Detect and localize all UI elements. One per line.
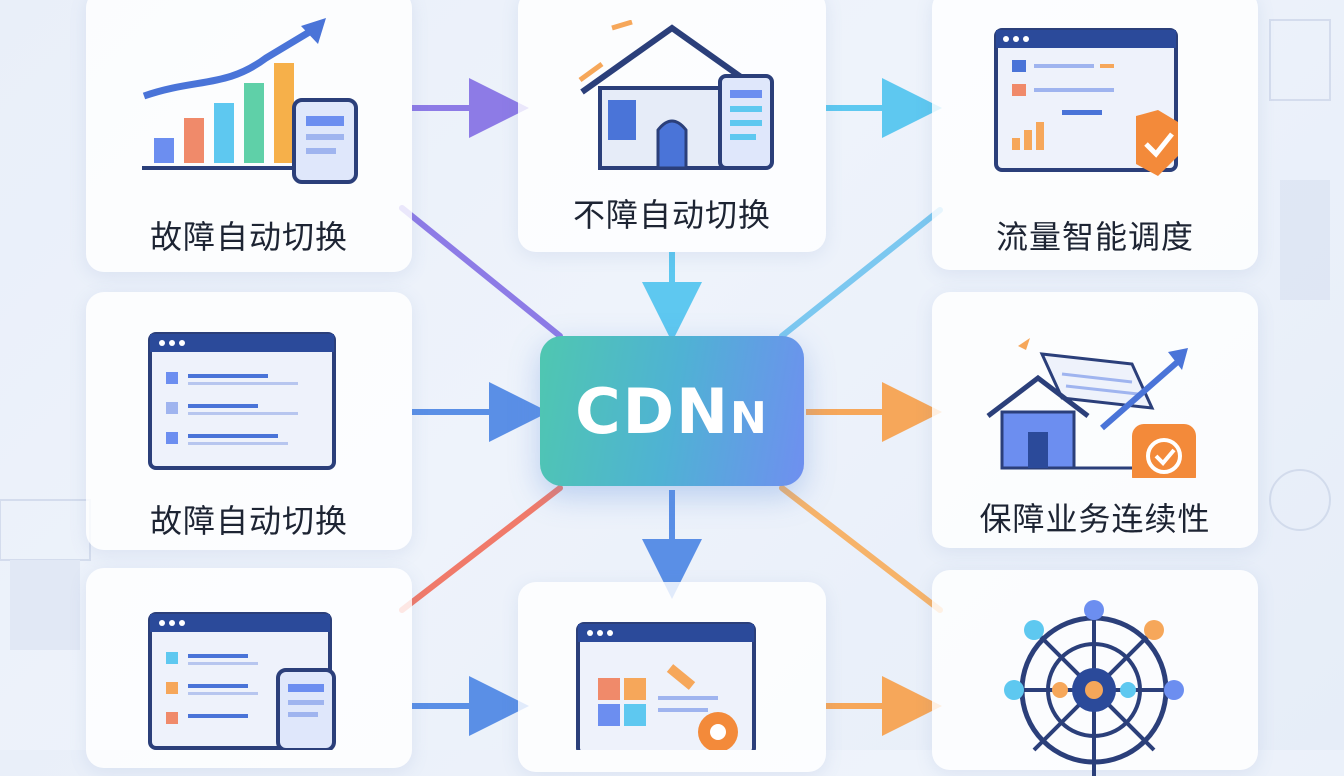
connector-layer — [399, 78, 943, 736]
house-continuity-icon — [986, 338, 1196, 478]
cdn-title-suffix: N — [730, 392, 769, 444]
card-label: 不障自动切换 — [572, 196, 771, 234]
card-top-left: 故障自动切换 — [86, 0, 412, 272]
network-hub-icon — [1004, 600, 1184, 776]
list-phone-icon — [148, 612, 336, 750]
card-top-middle: 不障自动切换 — [518, 0, 826, 252]
background-decoration — [0, 19, 1331, 650]
line-top-left-to-cdn — [399, 205, 563, 339]
card-label: 故障自动切换 — [149, 218, 348, 256]
cdn-title-main: CDN — [575, 374, 731, 448]
growth-chart-icon — [142, 18, 358, 184]
list-window-icon — [148, 332, 336, 470]
line-top-right-to-cdn — [779, 207, 943, 339]
card-bottom-left — [86, 568, 412, 768]
line-cdn-to-bottom-right — [779, 485, 943, 613]
house-icon — [578, 20, 774, 170]
line-cdn-to-bottom-left — [399, 485, 563, 613]
settings-window-icon — [576, 622, 756, 750]
dashboard-window-icon — [994, 28, 1178, 176]
card-label: 保障业务连续性 — [979, 500, 1211, 538]
card-bottom-middle — [518, 582, 826, 772]
card-bottom-right — [932, 570, 1258, 776]
cdn-node: CDNN — [540, 336, 804, 486]
card-middle-right: 保障业务连续性 — [932, 292, 1258, 548]
card-label: 故障自动切换 — [149, 502, 348, 540]
card-label: 流量智能调度 — [995, 218, 1194, 256]
card-middle-left: 故障自动切换 — [86, 292, 412, 550]
cdn-title: CDNN — [575, 375, 769, 448]
card-top-right: 流量智能调度 — [932, 0, 1258, 270]
